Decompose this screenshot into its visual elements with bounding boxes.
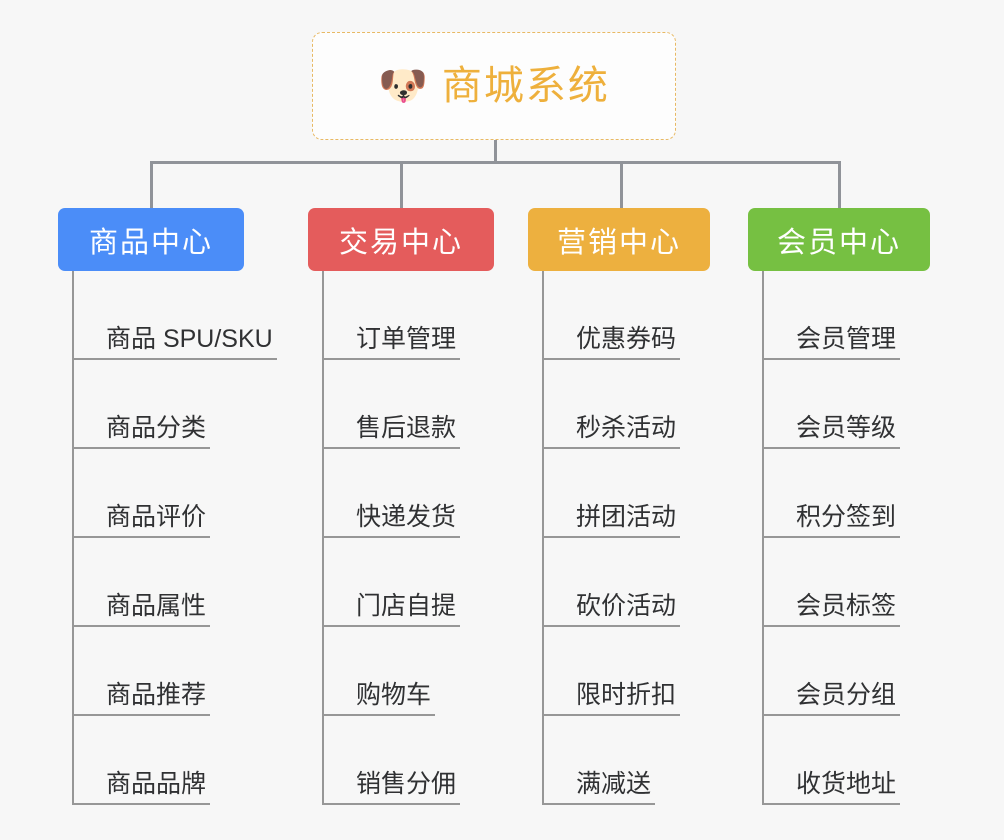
- list-item[interactable]: 商品分类: [74, 360, 244, 449]
- column-product-center: 商品中心商品 SPU/SKU 商品分类商品评价商品属性商品推荐商品品牌: [58, 208, 277, 805]
- connector-drop-product-center: [150, 161, 153, 208]
- dog-face-icon: 🐶: [378, 64, 428, 108]
- leaf-label: 砍价活动: [544, 593, 681, 627]
- list-item[interactable]: 满减送: [544, 716, 710, 805]
- list-item[interactable]: 购物车: [324, 627, 494, 716]
- leaf-label: 会员分组: [764, 682, 901, 716]
- category-header-marketing-center[interactable]: 营销中心: [528, 208, 710, 271]
- leaf-label: 门店自提: [324, 593, 461, 627]
- list-item[interactable]: 订单管理: [324, 271, 494, 360]
- list-item[interactable]: 优惠券码: [544, 271, 710, 360]
- leaf-label: 会员等级: [764, 415, 901, 449]
- list-item[interactable]: 快递发货: [324, 449, 494, 538]
- leaf-label: 购物车: [324, 682, 436, 716]
- list-item[interactable]: 商品品牌: [74, 716, 244, 805]
- leaf-label: 销售分佣: [324, 771, 461, 805]
- leaf-list-product-center: 商品 SPU/SKU 商品分类商品评价商品属性商品推荐商品品牌: [72, 271, 277, 805]
- list-item[interactable]: 商品推荐: [74, 627, 244, 716]
- list-item[interactable]: 限时折扣: [544, 627, 710, 716]
- leaf-label: 优惠券码: [544, 326, 681, 360]
- root-node[interactable]: 🐶 商城系统: [312, 32, 676, 140]
- leaf-label: 会员标签: [764, 593, 901, 627]
- column-trade-center: 交易中心订单管理售后退款快递发货门店自提购物车销售分佣: [308, 208, 494, 805]
- leaf-label: 商品分类: [74, 415, 211, 449]
- list-item[interactable]: 商品评价: [74, 449, 244, 538]
- root-title: 商城系统: [441, 64, 610, 108]
- leaf-label: 满减送: [544, 771, 656, 805]
- leaf-label: 积分签到: [764, 504, 901, 538]
- category-header-trade-center[interactable]: 交易中心: [308, 208, 494, 271]
- list-item[interactable]: 会员管理: [764, 271, 930, 360]
- list-item[interactable]: 收货地址: [764, 716, 930, 805]
- list-item[interactable]: 商品 SPU/SKU: [74, 271, 277, 360]
- connector-root-stem: [494, 140, 497, 164]
- connector-drop-marketing-center: [620, 161, 623, 208]
- leaf-label: 商品属性: [74, 593, 211, 627]
- leaf-label: 售后退款: [324, 415, 461, 449]
- category-header-product-center[interactable]: 商品中心: [58, 208, 244, 271]
- list-item[interactable]: 拼团活动: [544, 449, 710, 538]
- column-member-center: 会员中心会员管理会员等级积分签到会员标签会员分组收货地址: [748, 208, 930, 805]
- leaf-list-marketing-center: 优惠券码秒杀活动拼团活动砍价活动限时折扣满减送: [542, 271, 710, 805]
- column-marketing-center: 营销中心优惠券码秒杀活动拼团活动砍价活动限时折扣满减送: [528, 208, 710, 805]
- leaf-label: 收货地址: [764, 771, 901, 805]
- leaf-label: 会员管理: [764, 326, 901, 360]
- connector-horizontal-bus: [150, 161, 840, 164]
- leaf-label: 商品评价: [74, 504, 211, 538]
- leaf-label: 秒杀活动: [544, 415, 681, 449]
- list-item[interactable]: 秒杀活动: [544, 360, 710, 449]
- leaf-label: 限时折扣: [544, 682, 681, 716]
- list-item[interactable]: 售后退款: [324, 360, 494, 449]
- list-item[interactable]: 销售分佣: [324, 716, 494, 805]
- leaf-label: 商品 SPU/SKU: [74, 326, 277, 360]
- leaf-label: 快递发货: [324, 504, 461, 538]
- connector-drop-trade-center: [400, 161, 403, 208]
- leaf-list-trade-center: 订单管理售后退款快递发货门店自提购物车销售分佣: [322, 271, 494, 805]
- list-item[interactable]: 会员标签: [764, 538, 930, 627]
- list-item[interactable]: 商品属性: [74, 538, 244, 627]
- list-item[interactable]: 会员分组: [764, 627, 930, 716]
- leaf-label: 拼团活动: [544, 504, 681, 538]
- leaf-label: 商品推荐: [74, 682, 211, 716]
- list-item[interactable]: 砍价活动: [544, 538, 710, 627]
- category-header-member-center[interactable]: 会员中心: [748, 208, 930, 271]
- connector-drop-member-center: [838, 161, 841, 208]
- list-item[interactable]: 门店自提: [324, 538, 494, 627]
- leaf-list-member-center: 会员管理会员等级积分签到会员标签会员分组收货地址: [762, 271, 930, 805]
- leaf-label: 订单管理: [324, 326, 461, 360]
- list-item[interactable]: 会员等级: [764, 360, 930, 449]
- leaf-label: 商品品牌: [74, 771, 211, 805]
- list-item[interactable]: 积分签到: [764, 449, 930, 538]
